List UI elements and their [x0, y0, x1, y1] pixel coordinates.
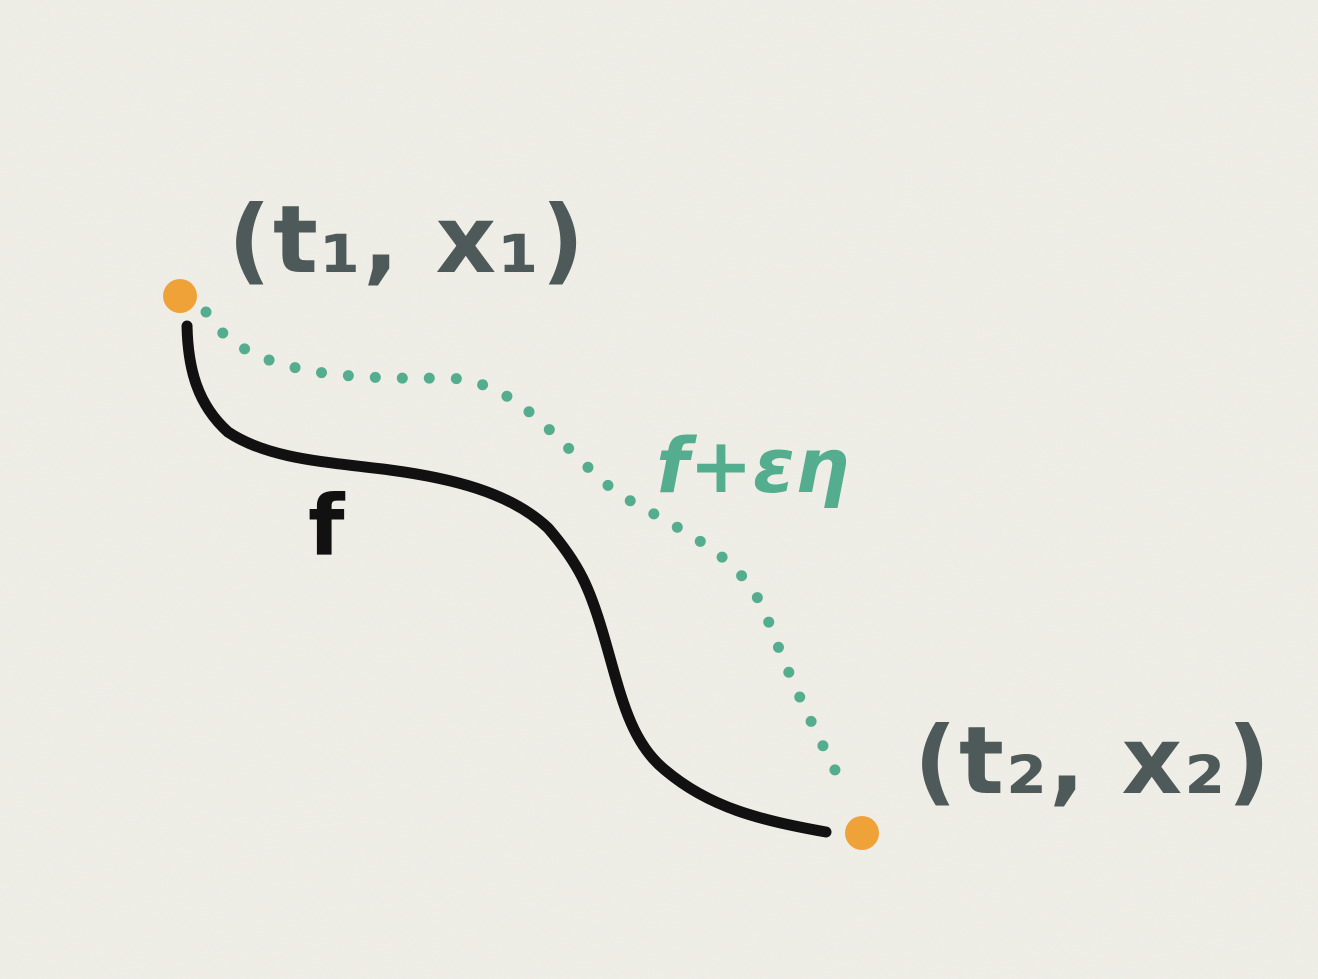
solid-curve-label: f: [308, 477, 346, 575]
end-point-dot: [845, 816, 879, 850]
start-point-label: (t₁, x₁): [228, 186, 586, 295]
solid-path-f: [181, 320, 832, 838]
end-point-label: (t₂, x₂): [914, 707, 1272, 816]
dotted-path-f-plus-epsilon-eta: [200, 306, 842, 778]
start-point-dot: [163, 279, 197, 313]
dotted-curve-label: f+εη: [656, 421, 849, 510]
